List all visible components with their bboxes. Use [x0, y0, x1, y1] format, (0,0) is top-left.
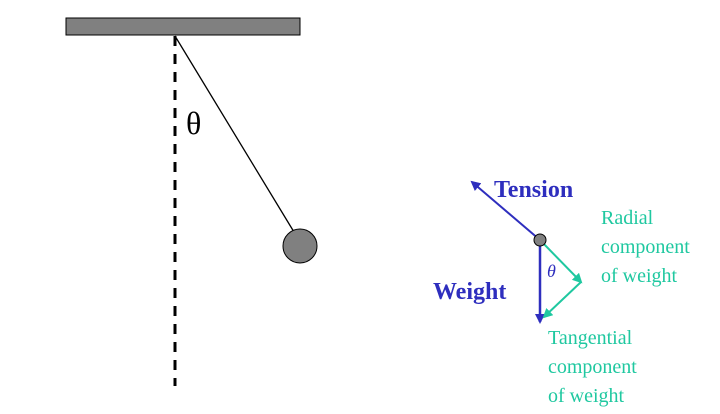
tension-arrow	[470, 180, 541, 241]
radial-label-line-3: of weight	[601, 265, 678, 287]
radial-label-line-2: component	[601, 236, 690, 258]
pendulum-string	[174, 35, 295, 233]
weight-label: Weight	[433, 279, 506, 305]
force-angle-label: θ	[547, 261, 556, 281]
angle-label: θ	[186, 105, 201, 141]
ceiling-support	[65, 17, 301, 36]
tangential-label-line-3: of weight	[548, 385, 625, 407]
radial-component-arrow	[539, 239, 583, 284]
pendulum-bob	[282, 228, 318, 264]
radial-label-line-1: Radial	[601, 207, 654, 229]
tension-label: Tension	[494, 177, 573, 203]
tangential-label-line-2: component	[548, 356, 637, 378]
tangential-label-line-1: Tangential	[548, 327, 633, 349]
force-origin-point	[533, 233, 547, 247]
tangential-component-arrow	[542, 281, 582, 319]
tangential-component-label: Tangential component of weight	[548, 327, 637, 407]
radial-component-label: Radial component of weight	[601, 207, 690, 287]
